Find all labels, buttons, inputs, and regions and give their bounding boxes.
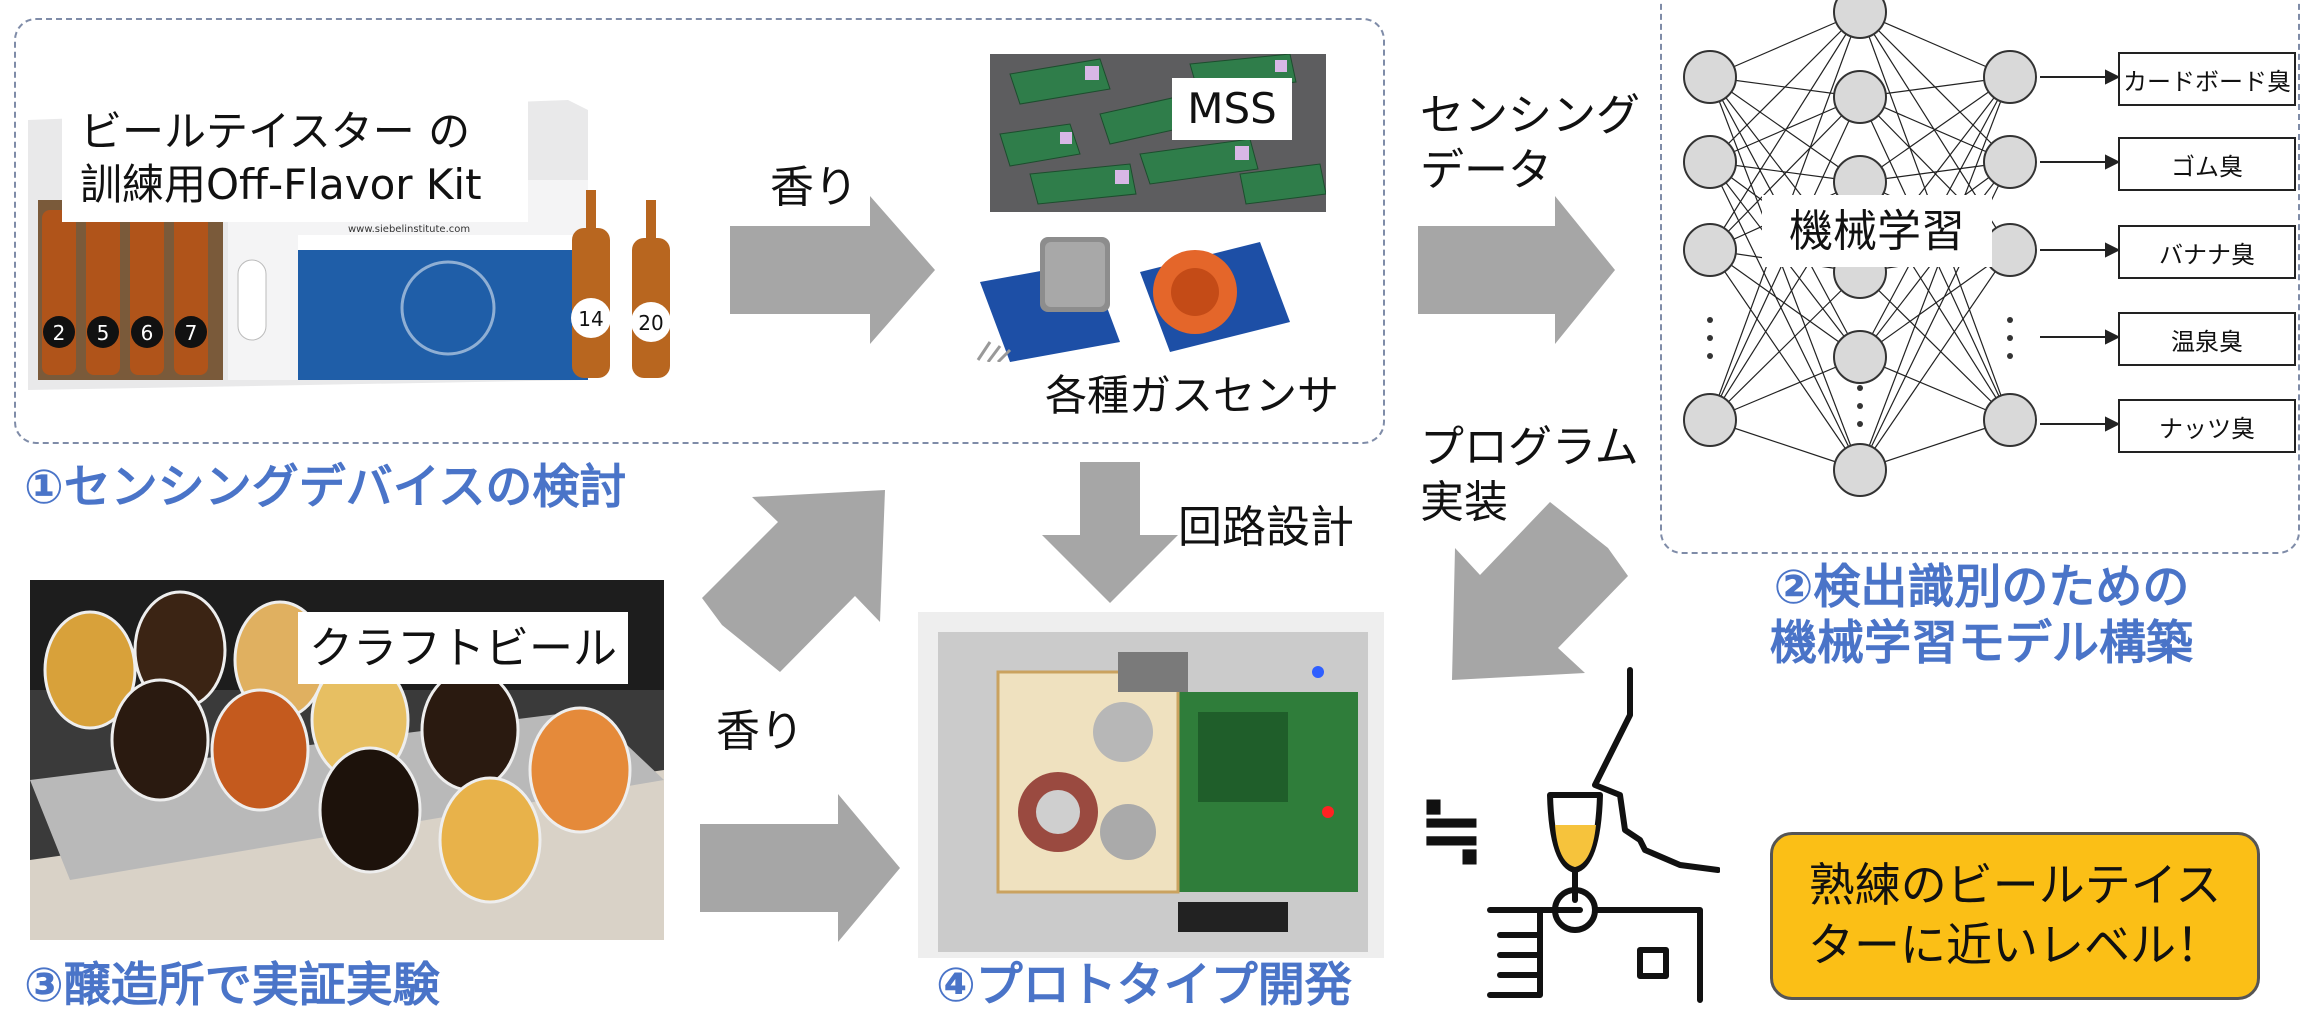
nn-node <box>1683 223 1737 277</box>
sensing-data-line1: センシング <box>1420 90 1640 141</box>
program-impl-line1: プログラム <box>1420 422 1639 473</box>
kit-label: ビールテイスター の 訓練用Off-Flavor Kit <box>62 100 528 222</box>
result-line1: 熟練のビールテイス <box>1808 858 2222 913</box>
sensing-device-group-frame <box>14 18 1385 444</box>
gas-sensor-label: 各種ガスセンサ <box>1032 364 1352 428</box>
nn-edge <box>1859 11 2011 78</box>
kaori-top-text: 香り <box>770 162 858 213</box>
nn-edge <box>1859 271 2011 421</box>
step4-label: ④プロトタイプ開発 <box>936 958 1352 1013</box>
vial-number: 20 <box>638 311 663 335</box>
nn-edge <box>1709 11 1861 78</box>
arrow-sensing-data <box>1418 196 1615 344</box>
craft-beer-label-text: クラフトビール <box>309 622 617 674</box>
output-hotspring: 温泉臭 <box>2118 312 2296 366</box>
arrow-program-impl <box>1452 502 1628 680</box>
craft-beer-illustration <box>30 580 664 940</box>
output-cardboard: カードボード臭 <box>2118 52 2296 106</box>
arrow-kaori-top <box>730 196 935 344</box>
approx-equal-symbol: ≒ <box>1418 783 1486 876</box>
beer-taster-icon <box>1487 667 1720 1003</box>
nn-edge <box>1709 11 1861 163</box>
nn-edge <box>1709 271 1861 421</box>
nn-edge <box>1709 76 1861 471</box>
program-impl-text: プログラム 実装 <box>1420 420 1639 530</box>
output-hotspring-text: 温泉臭 <box>2171 327 2243 356</box>
nn-node <box>1983 50 2037 104</box>
output-nuts: ナッツ臭 <box>2118 399 2296 453</box>
gas-sensors-illustration <box>970 222 1310 362</box>
output-banana-text: バナナ臭 <box>2159 240 2255 269</box>
step2-label-line2: 機械学習モデル構築 <box>1770 616 2193 672</box>
nn-edge <box>1709 11 1861 251</box>
output-nuts-text: ナッツ臭 <box>2159 414 2255 443</box>
nn-edge <box>1859 249 2011 358</box>
ml-model-group-frame <box>1660 0 2300 554</box>
kit-label-line1: ビールテイスター の <box>80 107 471 156</box>
box-url-text: www.siebelinstitute.com <box>348 224 470 235</box>
nn-node <box>1983 393 2037 447</box>
ml-center-label-text: 機械学習 <box>1789 205 1965 257</box>
arrow-kaori-bottom <box>700 794 900 942</box>
vial-number: 7 <box>185 321 198 345</box>
output-rubber-text: ゴム臭 <box>2171 152 2243 181</box>
mss-label: MSS <box>1172 78 1292 140</box>
sensing-data-line2: データ <box>1420 145 1552 196</box>
nn-node <box>1683 393 1737 447</box>
gas-sensor-photo <box>970 222 1310 362</box>
vial-number: 14 <box>578 307 603 331</box>
gas-sensor-label-text: 各種ガスセンサ <box>1044 370 1339 420</box>
vial-number: 6 <box>141 321 154 345</box>
nn-node <box>1833 443 1887 497</box>
step3-label: ③醸造所で実証実験 <box>24 958 440 1013</box>
nn-edge <box>1859 356 2011 421</box>
result-box: 熟練のビールテイス ターに近いレベル！ <box>1770 832 2260 1000</box>
output-cardboard-text: カードボード臭 <box>2123 67 2291 96</box>
kaori-bottom-text: 香り <box>716 706 804 757</box>
nn-edge <box>1709 249 1861 471</box>
nn-node <box>1833 70 1887 124</box>
craft-beer-label: クラフトビール <box>298 612 628 684</box>
program-impl-line2: 実装 <box>1420 477 1508 528</box>
step1-label: ①センシングデバイスの検討 <box>24 460 627 515</box>
nn-edge <box>1859 76 2011 183</box>
arrow-circuit-design <box>1042 462 1178 603</box>
nn-edge <box>1709 96 1861 163</box>
nn-node <box>1833 0 1887 39</box>
output-arrows <box>2040 69 2120 432</box>
vial-number: 5 <box>97 321 110 345</box>
circuit-design-text: 回路設計 <box>1178 502 1354 553</box>
nn-edge <box>1709 249 1861 358</box>
nn-edge <box>1859 249 2011 471</box>
step2-label-line1: ②検出識別のための <box>1773 560 2190 615</box>
nn-node <box>1683 135 1737 189</box>
arrow-diagonal-up <box>702 490 885 672</box>
output-rubber: ゴム臭 <box>2118 137 2296 191</box>
nn-node <box>1833 330 1887 384</box>
output-banana: バナナ臭 <box>2118 225 2296 279</box>
nn-edge <box>1859 76 2011 471</box>
result-line2: ターに近いレベル！ <box>1808 918 2222 972</box>
sensing-data-text: センシング データ <box>1420 88 1640 198</box>
nn-edge <box>1709 356 1861 421</box>
craft-beer-photo <box>30 580 664 940</box>
nn-node <box>1983 135 2037 189</box>
nn-edge <box>1709 96 1861 251</box>
prototype-board-illustration <box>918 612 1384 958</box>
step2-label: ②検出識別のための 機械学習モデル構築 <box>1770 560 2193 673</box>
prototype-photo <box>918 612 1384 958</box>
mss-label-text: MSS <box>1187 83 1277 133</box>
ml-center-label: 機械学習 <box>1762 195 1992 267</box>
nn-node <box>1683 50 1737 104</box>
kit-label-line2: 訓練用Off-Flavor Kit <box>80 159 482 209</box>
nn-edge <box>1709 161 1861 471</box>
vial-number: 2 <box>53 321 66 345</box>
